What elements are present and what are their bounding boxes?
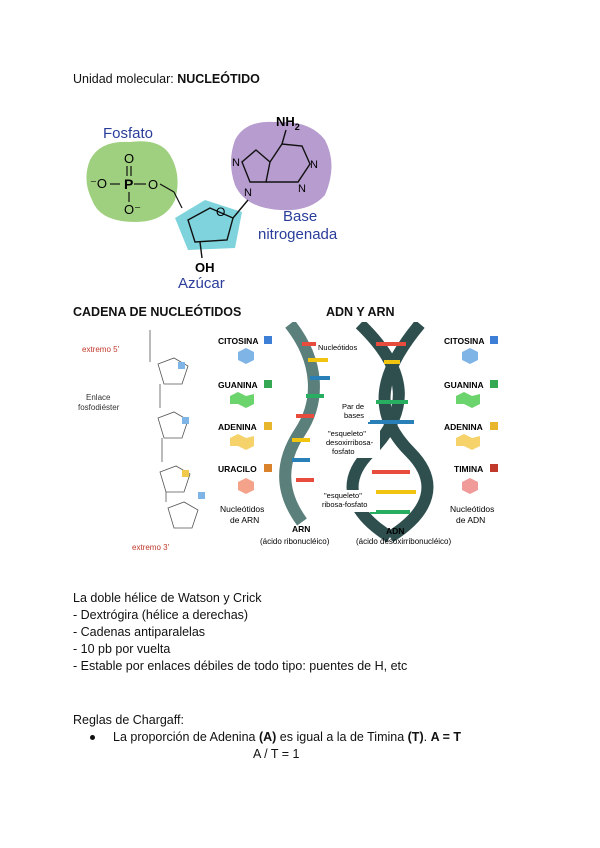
base-blob (231, 121, 332, 211)
watson-item-1: - Cadenas antiparalelas (73, 625, 206, 639)
dna-rna-figure: extremo 5' extremo 3' Enlace fosfodiéste… (78, 322, 498, 552)
adn-full: (ácido desoxirribonucléico) (356, 537, 451, 546)
arn-label: ARN (292, 524, 310, 534)
rna-base-name-2: ADENINA (218, 422, 257, 432)
nucleotidos-label: Nucleótidos (318, 343, 357, 352)
chargaff-mid: es igual a la de Timina (276, 730, 408, 744)
par-bases-1: Par de (342, 402, 364, 411)
rna-base-name-0: CITOSINA (218, 336, 258, 346)
fig2-title-left: CADENA DE NUCLEÓTIDOS (73, 305, 242, 319)
chargaff-t: (T) (407, 730, 424, 744)
fosfato-label: Fosfato (103, 125, 153, 142)
dna-base-name-1: GUANINA (444, 380, 484, 390)
esq-adn-2: desoxirribosa- (326, 438, 374, 447)
fig2-title-right: ADN Y ARN (326, 305, 395, 319)
o-bottom: O⁻ (124, 202, 141, 217)
chargaff-ratio: A / T = 1 (253, 747, 300, 761)
p-atom: P (124, 176, 133, 192)
heading-prefix: Unidad molecular: (73, 72, 178, 86)
watson-title: La doble hélice de Watson y Crick (73, 591, 262, 605)
watson-section: La doble hélice de Watson y Crick - Dext… (73, 590, 407, 675)
esq-adn-1: "esqueleto" (328, 429, 366, 438)
esq-adn-3: fosfato (332, 447, 355, 456)
dna-base-list: CITOSINA GUANINA ADENINA TIMINA Nucleóti… (444, 336, 498, 525)
enlace-label-2: fosfodiéster (78, 403, 120, 412)
ring-o: O (216, 205, 225, 219)
extremo5-label: extremo 5' (82, 345, 120, 354)
chargaff-title: Reglas de Chargaff: (73, 713, 184, 727)
nucleotide-diagram: Fosfato Base nitrogenada Azúcar ⁻O P O O… (86, 114, 338, 292)
n9: N (244, 187, 252, 199)
nh2-label: NH2 (276, 114, 300, 132)
minus-o-left: ⁻O (90, 176, 107, 191)
base-label-1: Base (283, 208, 317, 225)
arn-full: (ácido ribonucléico) (260, 537, 330, 546)
base-label-2: nitrogenada (258, 226, 338, 243)
nuc-adn-2: de ADN (456, 515, 485, 525)
o-right: O (148, 177, 158, 192)
par-bases-2: bases (344, 411, 364, 420)
chargaff-pre: La proporción de Adenina (113, 730, 259, 744)
watson-item-3: - Estable por enlaces débiles de todo ti… (73, 659, 408, 673)
dna-base-name-2: ADENINA (444, 422, 483, 432)
azucar-label: Azúcar (178, 275, 225, 292)
nucleotide-chain (149, 330, 199, 529)
n3: N (298, 183, 306, 195)
rna-base-list: CITOSINA GUANINA ADENINA URACILO Nucleót… (218, 336, 272, 525)
watson-item-0: - Dextrógira (hélice a derechas) (73, 608, 249, 622)
phosphate-blob (86, 141, 178, 222)
oh-label: OH (195, 260, 215, 275)
sugar-pentagon (175, 200, 242, 250)
heading-bold: NUCLEÓTIDO (177, 72, 260, 86)
rna-base-name-3: URACILO (218, 464, 257, 474)
nuc-arn-1: Nucleótidos (220, 504, 264, 514)
page-heading: Unidad molecular: NUCLEÓTIDO (73, 72, 260, 86)
rna-base-name-1: GUANINA (218, 380, 258, 390)
o-top: O (124, 151, 134, 166)
dna-base-name-3: TIMINA (454, 464, 483, 474)
extremo3-label: extremo 3' (132, 543, 170, 552)
bullet-dot (90, 735, 95, 741)
chargaff-eq: A = T (430, 730, 462, 744)
nuc-arn-2: de ARN (230, 515, 259, 525)
dna-base-name-0: CITOSINA (444, 336, 484, 346)
chargaff-bullet: La proporción de Adenina (A) es igual a … (90, 729, 461, 746)
esq-arn-2: ribosa-fosfato (322, 500, 367, 509)
watson-item-2: - 10 pb por vuelta (73, 642, 171, 656)
chargaff-dot: . (423, 730, 431, 744)
nuc-adn-1: Nucleótidos (450, 504, 494, 514)
esq-arn-1: "esqueleto" (324, 491, 362, 500)
chargaff-a: (A) (258, 730, 277, 744)
enlace-label-1: Enlace (86, 393, 111, 402)
adn-label: ADN (386, 526, 404, 536)
n7: N (232, 157, 240, 169)
n1: N (310, 159, 318, 171)
